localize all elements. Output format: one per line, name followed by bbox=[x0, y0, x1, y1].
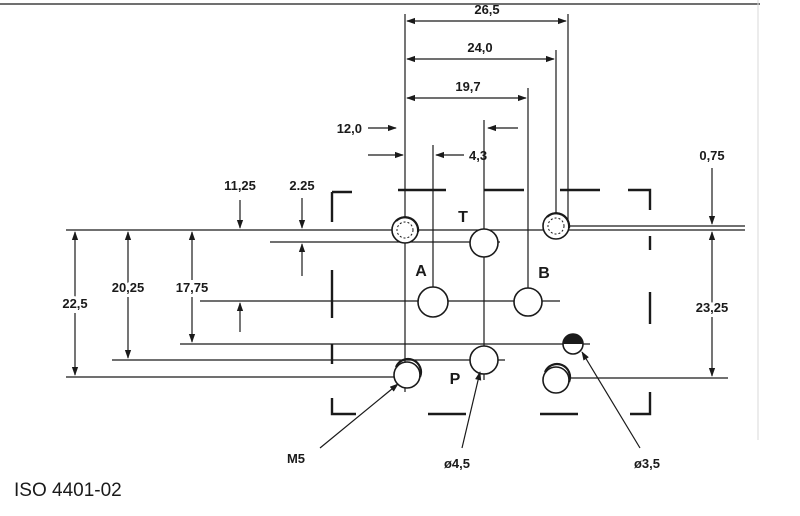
port-b-hole bbox=[513, 287, 543, 317]
dimension-4-3: 4,3 bbox=[435, 124, 518, 163]
thread-hole-bottom-right bbox=[542, 362, 572, 394]
extension-lines-vertical bbox=[404, 14, 569, 392]
dimension-20-25: 20,25 bbox=[109, 231, 147, 359]
dim-label-2-25: 2.25 bbox=[289, 178, 314, 193]
dim-label-4-3: 4,3 bbox=[469, 148, 487, 163]
dim-label-23-25: 23,25 bbox=[696, 300, 729, 315]
locating-pin-hole bbox=[562, 333, 584, 355]
dim-label-22-5: 22,5 bbox=[62, 296, 87, 311]
dimension-17-75: 17,75 bbox=[173, 231, 211, 343]
dim-label-11-25: 11,25 bbox=[224, 178, 256, 193]
callout-port-diameter: ø4,5 bbox=[444, 371, 482, 471]
dim-label-24-0: 24,0 bbox=[467, 40, 492, 55]
callout-m5: M5 bbox=[287, 383, 399, 466]
dim-label-26-5: 26,5 bbox=[474, 2, 499, 17]
port-label-t: T bbox=[458, 209, 468, 226]
dimension-0-75: 0,75 bbox=[699, 148, 725, 225]
dimension-24-0: 24,0 bbox=[406, 40, 555, 63]
dim-label-19-7: 19,7 bbox=[455, 79, 480, 94]
dim-label-12-0: 12,0 bbox=[337, 121, 362, 136]
thread-hole-bottom-left bbox=[393, 357, 423, 389]
dim-label-17-75: 17,75 bbox=[176, 280, 209, 295]
callout-label-pin-diameter: ø3,5 bbox=[634, 456, 660, 471]
dimension-26-5: 26,5 bbox=[406, 2, 567, 25]
standard-caption: ISO 4401-02 bbox=[14, 480, 122, 501]
dimension-12-0: 12,0 bbox=[337, 121, 404, 159]
dimension-19-7: 19,7 bbox=[406, 79, 527, 102]
dim-label-20-25: 20,25 bbox=[112, 280, 145, 295]
callout-label-m5: M5 bbox=[287, 451, 305, 466]
dimension-11-25: 11,25 bbox=[224, 178, 256, 229]
dim-label-0-75: 0,75 bbox=[699, 148, 724, 163]
port-p-hole bbox=[469, 345, 499, 375]
port-label-b: B bbox=[538, 265, 550, 282]
thread-hole-top-left bbox=[391, 216, 420, 244]
port-label-a: A bbox=[415, 263, 427, 280]
dimension-2-25: 2.25 bbox=[289, 178, 315, 276]
dimension-23-25: 23,25 bbox=[693, 231, 731, 377]
extension-lines-horizontal bbox=[66, 225, 745, 379]
port-t-hole bbox=[469, 228, 499, 258]
dimension-22-5: 22,5 bbox=[59, 231, 91, 376]
subplate-outline bbox=[330, 188, 652, 416]
thread-hole-top-right bbox=[542, 212, 571, 240]
callout-label-port-diameter: ø4,5 bbox=[444, 456, 470, 471]
callout-pin-diameter: ø3,5 bbox=[581, 351, 660, 471]
port-label-p: P bbox=[450, 371, 461, 388]
port-a-hole bbox=[417, 286, 449, 318]
